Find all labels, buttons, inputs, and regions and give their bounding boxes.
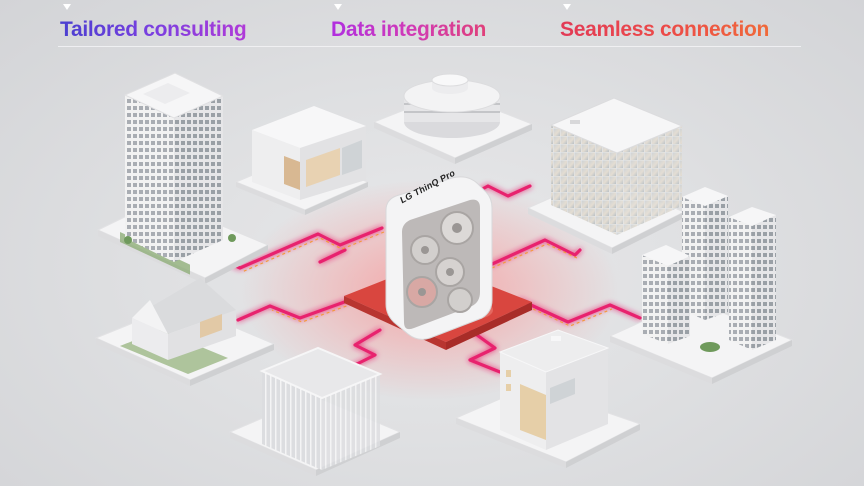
apartment-building[interactable] (454, 329, 642, 468)
tab-label: Tailored consulting (60, 18, 247, 41)
header-divider (58, 46, 801, 47)
tab-seamless-connection[interactable]: Seamless connection (560, 4, 770, 42)
connection-dashes (241, 231, 613, 327)
gable-house-building[interactable] (94, 278, 276, 386)
twin-towers-building[interactable] (608, 187, 794, 384)
tab-data-integration[interactable]: Data integration (331, 4, 487, 42)
modern-house-building[interactable] (234, 106, 370, 215)
square-office-building[interactable] (228, 346, 402, 476)
glass-office-building[interactable] (526, 97, 686, 254)
office-tower-building[interactable] (96, 72, 270, 284)
tab-marker-icon (334, 4, 342, 10)
tab-marker-icon (63, 4, 71, 10)
tab-label: Seamless connection (560, 18, 770, 41)
thinq-hub-device[interactable] (344, 176, 532, 350)
feature-tabs-header: Tailored consulting Data integration Sea… (0, 0, 864, 60)
tab-tailored-consulting[interactable]: Tailored consulting (60, 4, 247, 42)
round-building[interactable] (372, 73, 534, 164)
tab-label: Data integration (331, 18, 487, 41)
tab-marker-icon (563, 4, 571, 10)
